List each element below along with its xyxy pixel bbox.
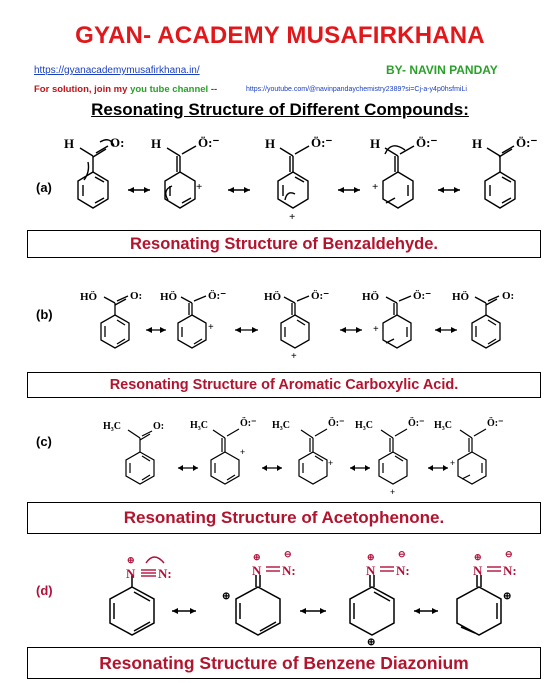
- acid-b1-o: O:: [130, 290, 142, 302]
- acid-b3-o: Ö:⁻: [311, 289, 329, 302]
- caption-acetophenone: Resonating Structure of Acetophenone.: [27, 502, 541, 534]
- diaz-d1-plus: ⊕: [127, 555, 135, 565]
- solution-suffix: --: [208, 84, 218, 95]
- section-b-label: (b): [36, 307, 53, 322]
- acid-b2-oh: HÖ: [160, 290, 178, 303]
- section-a-label: (a): [36, 180, 52, 195]
- benz-a1-h: H: [64, 136, 74, 151]
- page-title: GYAN- ACADEMY MUSAFIRKHANA: [75, 22, 485, 49]
- aceto-c2-plus: +: [240, 447, 245, 457]
- aceto-c5-o: Ö:⁻: [487, 416, 503, 429]
- benz-a3-o: Ö:⁻: [311, 135, 332, 150]
- aceto-c2-o: Ö:⁻: [240, 416, 256, 429]
- section-d-label: (d): [36, 583, 53, 598]
- acid-b4-o: Ö:⁻: [413, 289, 431, 302]
- acid-b2-plus: +: [208, 322, 214, 333]
- aceto-c4-ch3: H₃C: [355, 420, 373, 431]
- subheading: Resonating Structure of Different Compou…: [91, 100, 469, 119]
- benz-a4-o: Ö:⁻: [416, 135, 437, 150]
- acid-b3-plus: +: [291, 351, 297, 362]
- benz-a5-o: Ö:⁻: [516, 135, 537, 150]
- diaz-d2-nt: N:: [282, 563, 296, 578]
- diaz-d3-plus: ⊕: [367, 552, 375, 562]
- benz-a3-plus: +: [289, 211, 295, 223]
- aceto-c5-ch3: H₃C: [434, 420, 452, 431]
- diaz-d1-nt: N:: [158, 566, 172, 581]
- diaz-d3-n: N: [366, 563, 376, 578]
- acid-b1-oh: HÖ: [80, 290, 98, 303]
- diaz-d3-ring-plus: ⊕: [367, 637, 375, 648]
- diaz-d4-ring-plus: ⊕: [503, 591, 511, 602]
- aceto-c3-ch3: H₃C: [272, 420, 290, 431]
- solution-prefix: For solution, join my: [34, 84, 131, 95]
- diaz-d2-ring-plus: ⊕: [222, 591, 230, 602]
- section-c-label: (c): [36, 434, 52, 449]
- caption-carboxylic-acid: Resonating Structure of Aromatic Carboxy…: [27, 372, 541, 398]
- acid-b4-plus: +: [373, 324, 379, 335]
- benz-a3-h: H: [265, 136, 275, 151]
- benz-a4-h: H: [370, 136, 380, 151]
- caption-benzaldehyde: Resonating Structure of Benzaldehyde.: [27, 230, 541, 258]
- aceto-c5-plus: +: [450, 458, 455, 468]
- aceto-c3-o: Ö:⁻: [328, 416, 344, 429]
- acid-b4-oh: HÖ: [362, 290, 380, 303]
- aceto-c4-o: Ö:⁻: [408, 416, 424, 429]
- benz-a2-o: Ö:⁻: [198, 135, 219, 150]
- benz-a2-plus: +: [196, 181, 202, 193]
- acid-b3-oh: HÖ: [264, 290, 282, 303]
- diaz-d4-plus: ⊕: [474, 552, 482, 562]
- carboxylic-acid-resonance-diagram: HÖ O: HÖ Ö:⁻ + HÖ Ö:⁻ + HÖ Ö:⁻ + HÖ O:: [80, 289, 514, 362]
- acid-b2-o: Ö:⁻: [208, 289, 226, 302]
- aceto-c2-ch3: H₃C: [190, 420, 208, 431]
- benz-a4-plus: +: [372, 181, 378, 193]
- acid-b5-oh: HÖ: [452, 290, 470, 303]
- diaz-d4-nt: N:: [503, 563, 517, 578]
- author-credit: BY- NAVIN PANDAY: [386, 63, 498, 77]
- solution-channel: you tube channel: [130, 84, 209, 95]
- benz-a1-o: O:: [110, 135, 124, 150]
- diaz-d1-n: N: [126, 566, 136, 581]
- aceto-c3-plus: +: [328, 458, 333, 468]
- youtube-link[interactable]: https://youtube.com/@navinpandaychemistr…: [246, 86, 467, 93]
- diaz-d2-minus: ⊖: [284, 549, 292, 559]
- benz-a2-h: H: [151, 136, 161, 151]
- diaz-d4-minus: ⊖: [505, 549, 513, 559]
- aceto-c1-o: O:: [153, 421, 164, 432]
- acetophenone-resonance-diagram: H₃C O: H₃C Ö:⁻ + H₃C Ö:⁻ + H₃C Ö:⁻ + H₃C…: [103, 416, 503, 497]
- diaz-d3-nt: N:: [396, 563, 410, 578]
- diazonium-resonance-diagram: N N: ⊕ N N: ⊕ ⊖ N N: ⊕ ⊖ N N: ⊕ ⊖ ⊕ ⊕ ⊕: [109, 549, 517, 648]
- solution-note: For solution, join my you tube channel -…: [34, 84, 217, 95]
- benzaldehyde-resonance-diagram: H O: H Ö:⁻ + H Ö:⁻ + H Ö:⁻ + H Ö:⁻: [64, 135, 537, 223]
- diaz-d2-n: N: [252, 563, 262, 578]
- diaz-d4-n: N: [473, 563, 483, 578]
- benz-a5-h: H: [472, 136, 482, 151]
- diaz-d2-plus: ⊕: [253, 552, 261, 562]
- website-link[interactable]: https://gyanacademymusafirkhana.in/: [34, 65, 200, 76]
- caption-diazonium: Resonating Structure of Benzene Diazoniu…: [27, 647, 541, 679]
- aceto-c4-plus: +: [390, 487, 395, 497]
- acid-b5-o: O:: [502, 290, 514, 302]
- diaz-d3-minus: ⊖: [398, 549, 406, 559]
- aceto-c1-ch3: H₃C: [103, 421, 121, 432]
